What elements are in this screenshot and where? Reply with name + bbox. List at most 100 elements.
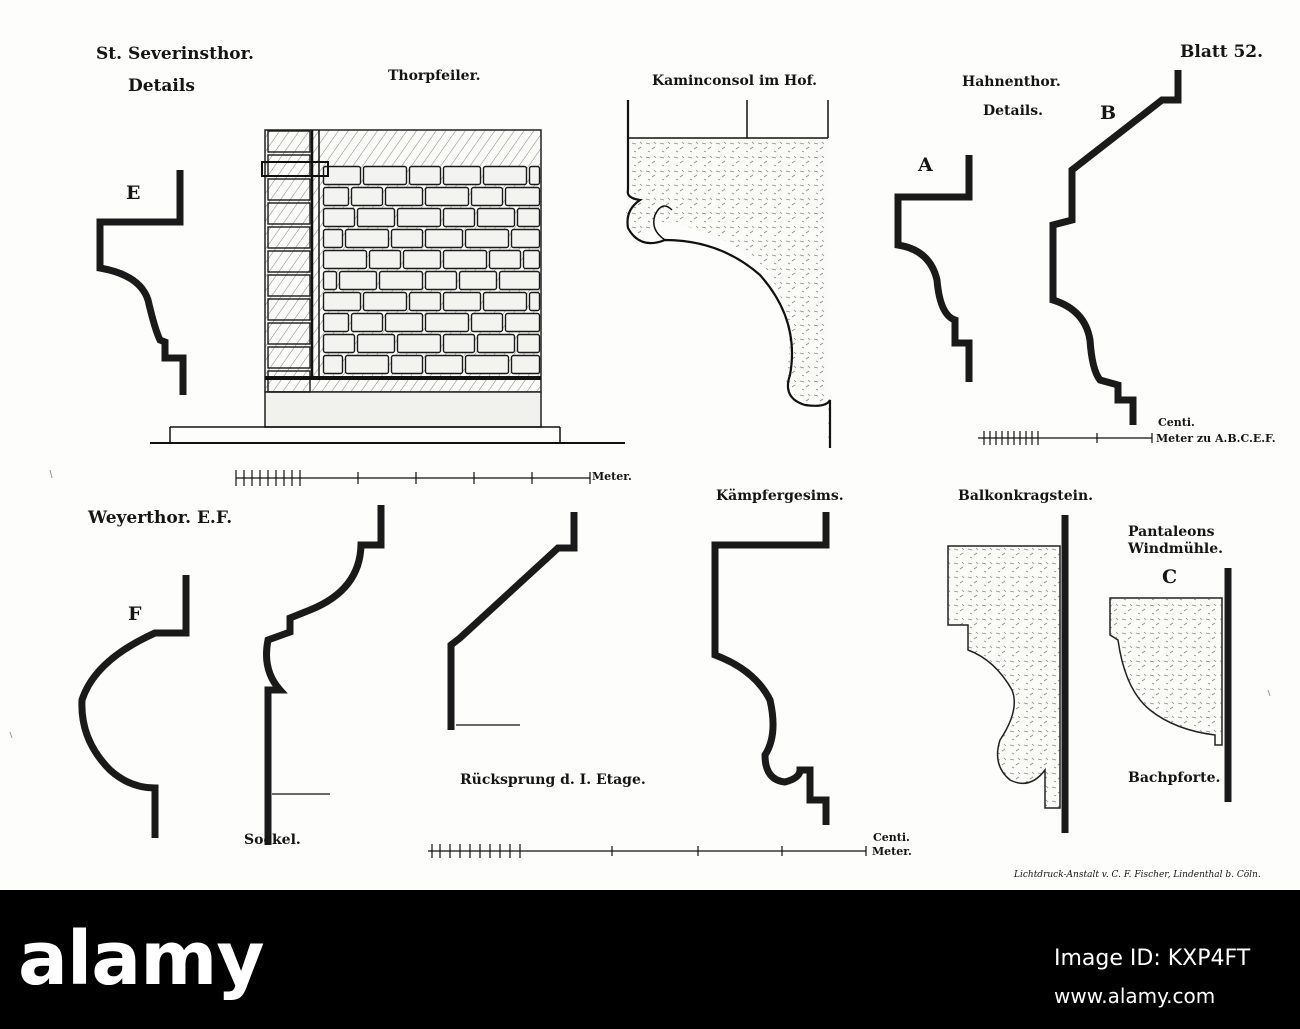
plate-title-line2: Details (128, 76, 195, 96)
scale-3-unit-line2: Meter. (872, 845, 912, 858)
label-weyerthor: Weyerthor. E.F. (88, 508, 233, 528)
label-pantaleons-line2: Windmühle. (1128, 541, 1224, 557)
label-profile-b: B (1100, 102, 1117, 124)
masonry-block (408, 291, 442, 312)
masonry-block (424, 312, 470, 333)
pier-column-block (267, 346, 311, 369)
masonry-block (356, 333, 396, 354)
masonry-block (516, 333, 541, 354)
masonry-block (350, 312, 384, 333)
masonry-block (402, 249, 442, 270)
label-kaempfergesims: Kämpfergesims. (716, 488, 844, 504)
masonry-block (458, 270, 498, 291)
label-hahnenthor-details: Details. (983, 103, 1043, 119)
masonry-block (528, 291, 541, 312)
scale-3-unit-line1: Centi. (873, 831, 910, 844)
architectural-plate: St. Severinsthor. Details Blatt 52. Thor… (9, 42, 1276, 880)
watermark-image-id: Image ID: KXP4FT (1054, 946, 1251, 971)
publisher-credit: Lichtdruck-Anstalt v. C. F. Fischer, Lin… (1014, 870, 1261, 880)
masonry-block (482, 291, 528, 312)
scale-2-unit-line2: Meter zu A.B.C.E.F. (1156, 432, 1276, 445)
masonry-block (322, 291, 362, 312)
pier-column-block (267, 130, 311, 153)
masonry-block (498, 270, 541, 291)
masonry-block (424, 354, 464, 375)
pier-column-block (267, 370, 311, 393)
masonry-block (424, 228, 464, 249)
pier-column-block (267, 274, 311, 297)
masonry-block (522, 249, 541, 270)
masonry-block (504, 312, 541, 333)
watermark-brand: alamy (18, 916, 265, 1002)
masonry-block (442, 249, 488, 270)
masonry-block (442, 291, 482, 312)
pier-column-block (267, 250, 311, 273)
masonry-block (322, 354, 344, 375)
profile-e (96, 170, 187, 395)
profile-ruecksprung (447, 512, 578, 730)
masonry-block (510, 354, 541, 375)
masonry-block (322, 186, 350, 207)
label-profile-e: E (126, 182, 141, 204)
masonry-block (396, 207, 442, 228)
masonry-block (504, 186, 541, 207)
pier-column-block (267, 322, 311, 345)
masonry-block (344, 228, 390, 249)
profile-kaempfergesims (711, 512, 830, 825)
masonry-block (362, 291, 408, 312)
masonry-block (464, 354, 510, 375)
label-sockel: Sockel. (244, 832, 301, 848)
pier-column-block (267, 178, 311, 201)
masonry-block (442, 207, 476, 228)
label-thorpfeiler: Thorpfeiler. (388, 68, 481, 84)
watermark-banner (0, 890, 1300, 1029)
profile-a (894, 155, 973, 382)
masonry-block (322, 270, 338, 291)
masonry-block (476, 207, 516, 228)
pier-column-block (267, 226, 311, 249)
masonry-block (350, 186, 384, 207)
label-balkonkragstein: Balkonkragstein. (958, 488, 1094, 504)
thorpfeiler-drawing (150, 129, 625, 444)
scale-bar-2 (978, 431, 1153, 445)
masonry-block (442, 333, 476, 354)
masonry-block (482, 165, 528, 186)
profile-sockel (263, 505, 385, 845)
label-profile-c: C (1162, 566, 1178, 588)
masonry-block (528, 165, 541, 186)
masonry-block (470, 186, 504, 207)
masonry-block (368, 249, 402, 270)
masonry-block (322, 165, 362, 186)
profile-f (78, 575, 190, 838)
masonry-block (396, 333, 442, 354)
masonry-block (442, 165, 482, 186)
label-ruecksprung: Rücksprung d. I. Etage. (460, 772, 646, 788)
masonry-block (322, 249, 368, 270)
masonry-block (338, 270, 378, 291)
scale-1-unit: Meter. (592, 470, 632, 483)
balkonkragstein-section (947, 545, 1061, 809)
label-kaminconsol: Kaminconsol im Hof. (652, 73, 817, 89)
pier-column-block (267, 298, 311, 321)
masonry-block (362, 165, 408, 186)
sheet-number: Blatt 52. (1180, 42, 1264, 62)
masonry-block (390, 228, 424, 249)
masonry-block (322, 228, 344, 249)
plate-title-line1: St. Severinsthor. (96, 44, 254, 64)
label-profile-a: A (918, 154, 933, 176)
masonry-block (408, 165, 442, 186)
masonry-block (516, 207, 541, 228)
masonry-block (378, 270, 424, 291)
scale-2-unit-line1: Centi. (1158, 416, 1195, 429)
masonry-block (470, 312, 504, 333)
label-bachpforte: Bachpforte. (1128, 770, 1221, 786)
scale-bar-1 (235, 470, 591, 486)
masonry-block (322, 333, 356, 354)
masonry-block (356, 207, 396, 228)
masonry-block (424, 186, 470, 207)
masonry-block (464, 228, 510, 249)
masonry-block (488, 249, 522, 270)
watermark-url: www.alamy.com (1054, 984, 1216, 1008)
masonry-block (510, 228, 541, 249)
masonry-block (476, 333, 516, 354)
